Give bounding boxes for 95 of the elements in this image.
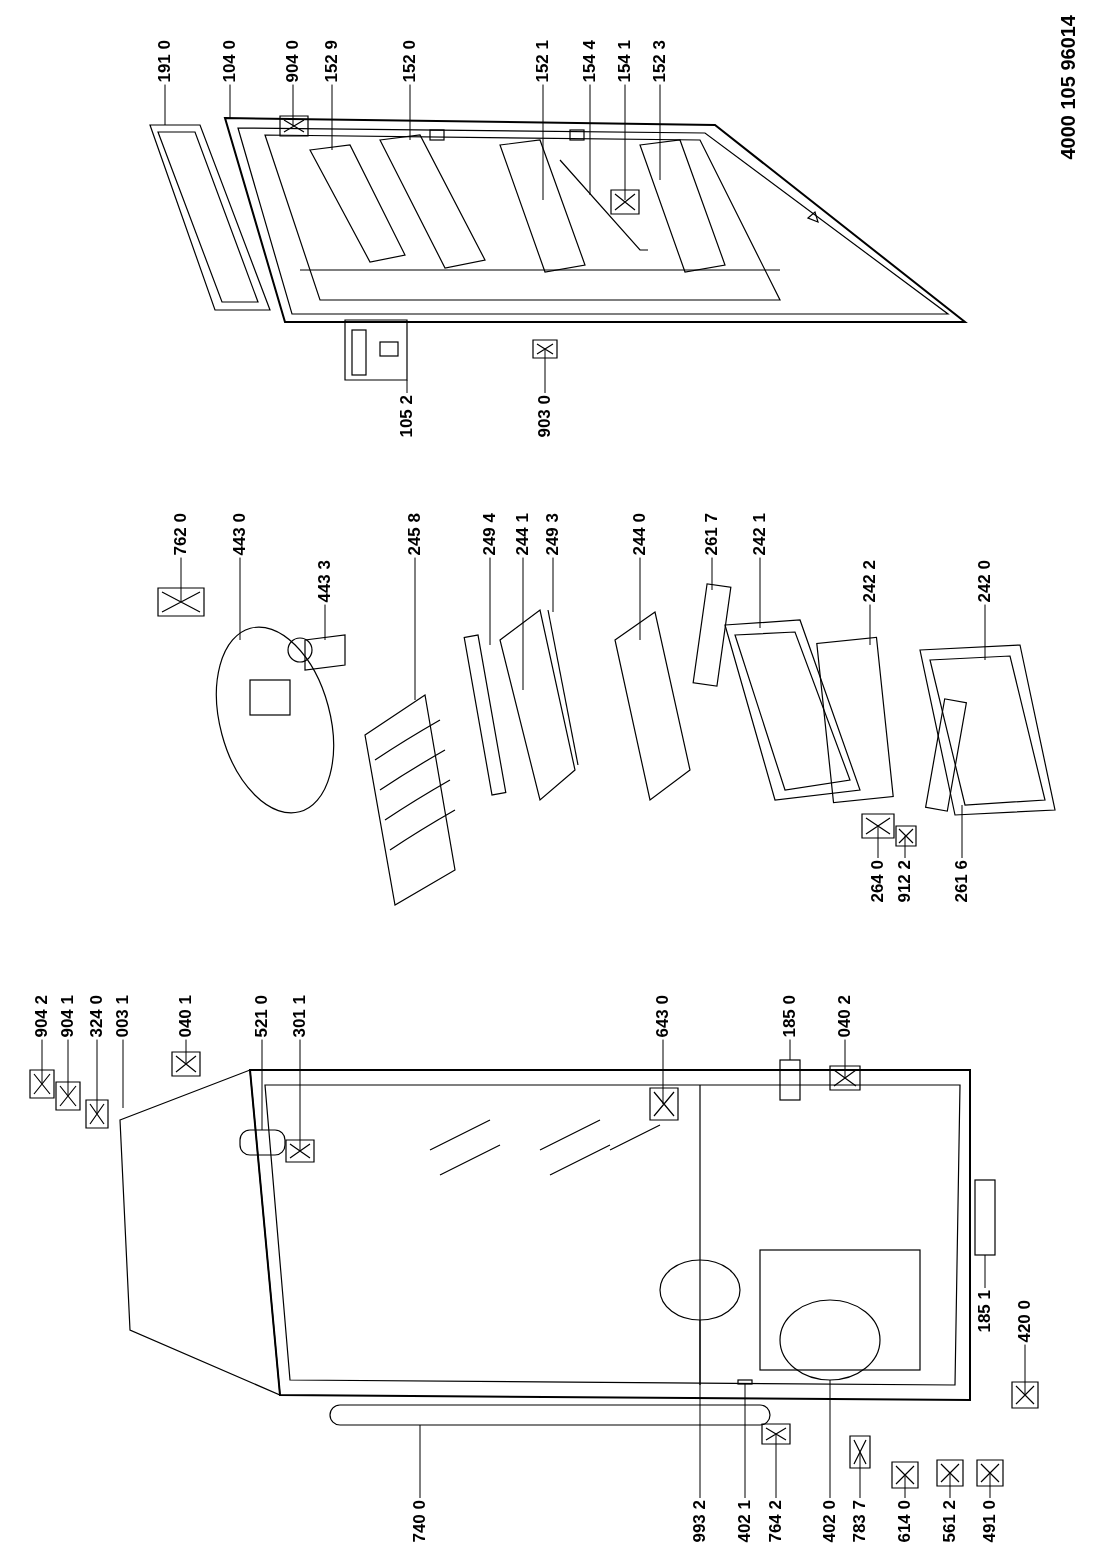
leader-line [406, 379, 408, 394]
callout-number: 903 0 [535, 395, 555, 438]
leader-line [419, 1424, 421, 1499]
leader-line [859, 1451, 861, 1499]
leader-line [164, 84, 166, 126]
leader-line [489, 557, 491, 646]
callout-number: 249 3 [543, 513, 563, 556]
callout-number: 242 1 [750, 513, 770, 556]
callout-number: 261 6 [952, 860, 972, 903]
callout-number: 191 0 [155, 40, 175, 83]
leader-line [961, 804, 963, 859]
callout-number: 521 0 [252, 995, 272, 1038]
callout-number: 040 2 [835, 995, 855, 1038]
leader-line [869, 604, 871, 646]
leader-line [699, 1319, 701, 1499]
callout-number: 154 1 [615, 40, 635, 83]
leader-line [829, 1379, 831, 1499]
callout-number: 185 1 [975, 1290, 995, 1333]
callout-number: 420 0 [1015, 1300, 1035, 1343]
callout-number: 783 7 [850, 1500, 870, 1543]
leader-line [659, 84, 661, 181]
callout-number: 904 1 [58, 995, 78, 1038]
callout-number: 301 1 [290, 995, 310, 1038]
leader-line [544, 348, 546, 394]
leader-line [229, 84, 231, 119]
callout-number: 152 3 [650, 40, 670, 83]
callout-number: 324 0 [87, 995, 107, 1038]
callout-number: 242 2 [860, 560, 880, 603]
callout-number: 491 0 [980, 1500, 1000, 1543]
callout-number: 904 0 [283, 40, 303, 83]
leader-line [759, 557, 761, 629]
callout-number: 152 1 [533, 40, 553, 83]
callout-number: 993 2 [690, 1500, 710, 1543]
callout-number: 242 0 [975, 560, 995, 603]
leader-line [989, 1472, 991, 1499]
leader-line [414, 557, 416, 701]
leader-line [331, 84, 333, 151]
leader-line [662, 1039, 664, 1105]
callout-number: 105 2 [397, 395, 417, 438]
leader-line [984, 1254, 986, 1289]
callout-number: 154 4 [580, 40, 600, 83]
callout-number: 904 2 [32, 995, 52, 1038]
leader-line [639, 557, 641, 641]
callout-number: 003 1 [113, 995, 133, 1038]
leader-line [789, 1039, 791, 1061]
leader-line [984, 604, 986, 661]
leader-line [877, 825, 879, 859]
callout-number: 244 1 [513, 513, 533, 556]
drawing-number: 4000 105 96014 [1058, 15, 1078, 160]
callout-number: 152 9 [322, 40, 342, 83]
callout-number: 643 0 [653, 995, 673, 1038]
leader-line [711, 557, 713, 591]
callout-number: 249 4 [480, 513, 500, 556]
leader-line [324, 604, 326, 641]
leader-line [67, 1039, 69, 1097]
leader-line [949, 1472, 951, 1499]
leader-line [552, 557, 554, 613]
leader-line [96, 1039, 98, 1115]
leader-line [775, 1433, 777, 1499]
callout-number: 762 0 [171, 513, 191, 556]
leader-line [542, 84, 544, 201]
callout-number: 104 0 [220, 40, 240, 83]
callout-number: 244 0 [630, 513, 650, 556]
leader-line [1024, 1344, 1026, 1396]
leader-line [41, 1039, 43, 1085]
leader-line [299, 1039, 301, 1152]
leader-line [624, 84, 626, 201]
callout-number: 264 0 [868, 860, 888, 903]
leader-line [904, 1474, 906, 1499]
leader-line [185, 1039, 187, 1065]
callout-number: 614 0 [895, 1500, 915, 1543]
leader-line [239, 557, 241, 641]
leader-line [261, 1039, 263, 1131]
callout-number: 443 3 [315, 560, 335, 603]
callout-number: 245 8 [405, 513, 425, 556]
callout-number: 402 0 [820, 1500, 840, 1543]
callout-number: 040 1 [176, 995, 196, 1038]
leader-line [904, 835, 906, 859]
leader-line [409, 84, 411, 141]
callout-number: 561 2 [940, 1500, 960, 1543]
callout-number: 764 2 [766, 1500, 786, 1543]
callout-number: 185 0 [780, 995, 800, 1038]
leader-line [292, 84, 294, 127]
leader-line [844, 1039, 846, 1079]
leader-line [522, 557, 524, 691]
callout-number: 402 1 [735, 1500, 755, 1543]
leader-line [122, 1039, 124, 1109]
leader-line [589, 84, 591, 196]
callout-number: 740 0 [410, 1500, 430, 1543]
callout-number: 912 2 [895, 860, 915, 903]
callout-number: 261 7 [702, 513, 722, 556]
leader-line [180, 557, 182, 603]
leader-line [744, 1383, 746, 1499]
callout-number: 443 0 [230, 513, 250, 556]
callout-number: 152 0 [400, 40, 420, 83]
